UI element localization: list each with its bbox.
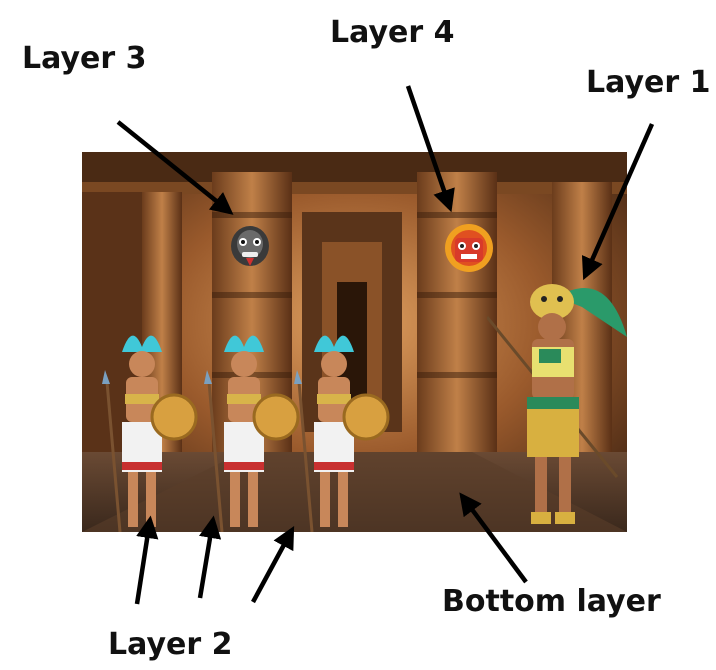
aztec-warrior-1: [102, 335, 198, 532]
label-layer-4: Layer 4: [330, 15, 455, 50]
scene-background-temple: [82, 152, 627, 532]
temple-interior-image: [82, 152, 627, 532]
dark-tribal-mask-icon: [231, 226, 269, 266]
label-layer-3: Layer 3: [22, 41, 147, 76]
jaguar-warrior: [487, 284, 627, 524]
label-layer-1: Layer 1: [586, 65, 711, 100]
arrow-layer2-c: [251, 526, 295, 604]
orange-aztec-mask-icon: [445, 224, 493, 272]
arrow-layer2-a: [134, 515, 159, 605]
aztec-warrior-2: [204, 335, 300, 532]
label-layer-2: Layer 2: [108, 627, 233, 662]
aztec-warrior-3: [294, 335, 390, 532]
label-bottom-layer: Bottom layer: [442, 584, 661, 619]
